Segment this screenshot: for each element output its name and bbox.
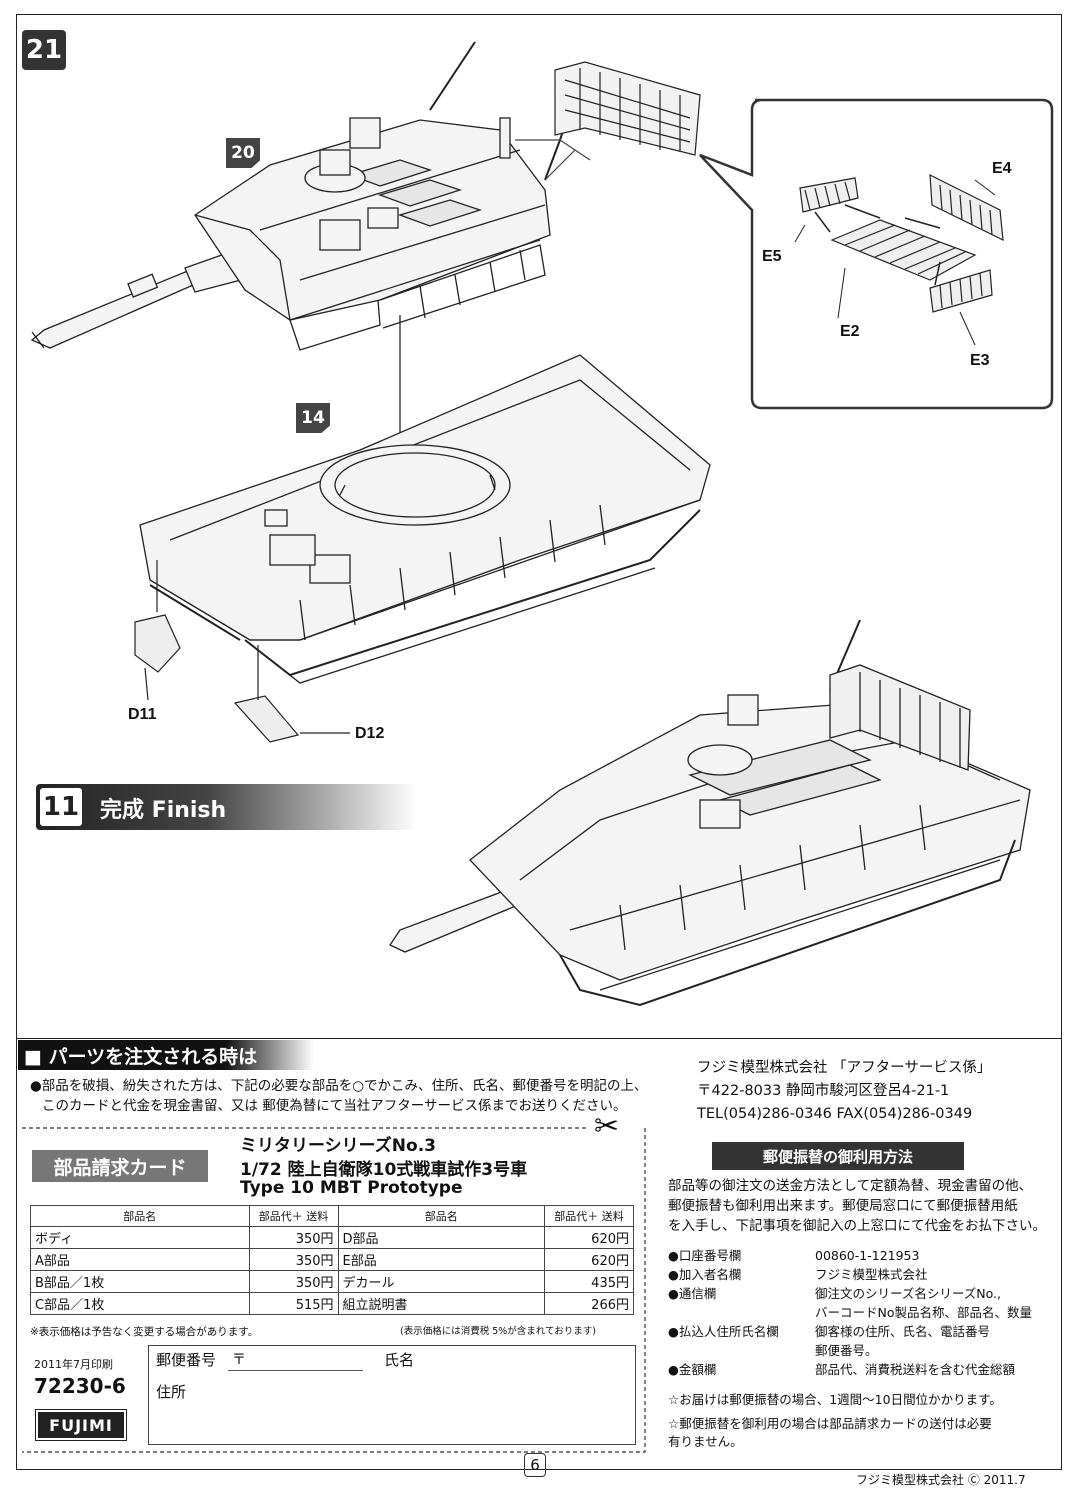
- table-row: B部品／1枚 350円 デカール 435円: [30, 1270, 634, 1293]
- postal-mark: 〒: [232, 1352, 246, 1368]
- product-name-jp: 1/72 陸上自衛隊10式戦車試作3号車: [240, 1160, 528, 1180]
- name-label: 氏名: [384, 1351, 415, 1369]
- postal-code-label: 郵便番号: [156, 1351, 217, 1369]
- address-input[interactable]: [200, 1380, 620, 1438]
- part-name-cell[interactable]: C部品／1枚: [30, 1292, 250, 1315]
- giro-title: 郵便振替の御利用方法: [712, 1142, 964, 1170]
- giro-note-2: ☆郵便振替を御利用の場合は部品請求カードの送付は必要: [668, 1416, 992, 1431]
- company-address: 〒422-8033 静岡市駿河区登呂4-21-1: [697, 1083, 950, 1099]
- hull-step-number: 14: [301, 408, 325, 428]
- turret-drawing: [30, 41, 576, 351]
- section-divider: [16, 1038, 1062, 1039]
- part-name-cell[interactable]: B部品／1枚: [30, 1270, 250, 1293]
- part-label-e4: E4: [992, 160, 1012, 177]
- giro-item-label: ●通信欄: [668, 1286, 717, 1301]
- turret-step-ref: 20: [226, 138, 260, 168]
- step-number-badge: 21: [22, 30, 66, 70]
- giro-item-value: 郵便番号。: [815, 1343, 878, 1358]
- giro-intro-3: を入手し、下記事項を御記入の上窓口にて代金をお払下さい。: [668, 1218, 1046, 1234]
- scissors-icon: ✂: [594, 1109, 620, 1144]
- product-name-en: Type 10 MBT Prototype: [240, 1178, 463, 1198]
- giro-item-value: 部品代、消費税送料を含む代金総額: [815, 1362, 1016, 1377]
- order-heading: ■ パーツを注文される時は: [18, 1040, 314, 1070]
- page-number: 6: [524, 1453, 546, 1477]
- customer-address-box: [148, 1345, 636, 1445]
- giro-intro-1: 部品等の御注文の送金方法として定額為替、現金書留の他、: [668, 1178, 1033, 1194]
- giro-item-label: ●口座番号欄: [668, 1248, 742, 1263]
- order-instruction-1: ●部品を破損、紛失された方は、下記の必要な部品を○でかこみ、住所、氏名、郵便番号…: [30, 1078, 648, 1094]
- giro-item-value: 御注文のシリーズ名シリーズNo.,: [815, 1286, 1001, 1301]
- price-cell: 515円: [248, 1292, 339, 1315]
- price-cell: 350円: [248, 1226, 339, 1249]
- hull-drawing: [139, 354, 711, 684]
- turret-basket-drawing: [515, 61, 701, 181]
- giro-note-1: ☆お届けは郵便振替の場合、1週間〜10日間位かかります。: [668, 1392, 1002, 1407]
- parts-price-table: 部品名 部品代＋ 送料 部品名 部品代＋ 送料 ボディ 350円 D部品 620…: [30, 1205, 634, 1315]
- d-parts-drawing: [134, 560, 350, 743]
- detail-parts-drawing: [794, 173, 1004, 346]
- assembly-illustration: [30, 41, 1054, 1007]
- finish-banner: [36, 784, 416, 830]
- price-cell: 620円: [544, 1248, 634, 1271]
- part-name-cell[interactable]: デカール: [337, 1270, 546, 1293]
- giro-item-value: 00860-1-121953: [815, 1248, 920, 1263]
- part-name-cell[interactable]: A部品: [30, 1248, 250, 1271]
- product-series: ミリタリーシリーズNo.3: [240, 1136, 437, 1156]
- page-frame: [16, 14, 1062, 1470]
- company-name: フジミ模型株式会社 「アフターサービス係」: [697, 1060, 992, 1076]
- table-row: C部品／1枚 515円 組立説明書 266円: [30, 1292, 634, 1315]
- name-input[interactable]: [420, 1350, 620, 1372]
- col-part-name: 部品名: [30, 1205, 250, 1227]
- table-row: A部品 350円 E部品 620円: [30, 1248, 634, 1271]
- col-price: 部品代＋ 送料: [248, 1205, 339, 1227]
- detail-callout-box: [699, 98, 1054, 410]
- table-row: ボディ 350円 D部品 620円: [30, 1226, 634, 1249]
- giro-item-label: ●金額欄: [668, 1362, 717, 1377]
- col-price: 部品代＋ 送料: [544, 1205, 634, 1227]
- step-number: 21: [25, 35, 63, 65]
- fujimi-logo: FUJIMI: [35, 1409, 127, 1441]
- product-code: 72230-6: [34, 1374, 126, 1398]
- card-title: 部品請求カード: [32, 1150, 208, 1182]
- part-label-d12: D12: [355, 725, 385, 742]
- table-header-row: 部品名 部品代＋ 送料 部品名 部品代＋ 送料: [30, 1205, 634, 1227]
- giro-item-label: ●払込人住所氏名欄: [668, 1324, 779, 1339]
- turret-step-number: 20: [231, 143, 255, 163]
- price-cell: 266円: [544, 1292, 634, 1315]
- giro-item-label: ●加入者名欄: [668, 1267, 742, 1282]
- price-cell: 435円: [544, 1270, 634, 1293]
- postal-code-input[interactable]: [228, 1370, 363, 1371]
- tax-note: (表示価格には消費税 5%が含まれております): [400, 1326, 596, 1337]
- part-label-e5: E5: [762, 248, 782, 265]
- giro-item-value: バーコードNo製品名称、部品名、数量: [815, 1305, 1032, 1320]
- giro-intro-2: 郵便振替も御利用出来ます。郵便局窓口にて郵便振替用紙: [668, 1198, 1018, 1214]
- price-cell: 350円: [248, 1248, 339, 1271]
- part-label-e3: E3: [970, 352, 990, 369]
- order-instruction-2: このカードと代金を現金書留、又は 郵便為替にて当社アフターサービス係までお送りく…: [42, 1098, 627, 1114]
- completed-tank-drawing: [389, 619, 1031, 1007]
- price-cell: 620円: [544, 1226, 634, 1249]
- giro-item-value: フジミ模型株式会社: [815, 1267, 928, 1282]
- part-name-cell[interactable]: ボディ: [30, 1226, 250, 1249]
- part-label-d11: D11: [128, 706, 157, 723]
- giro-item-value: 御客様の住所、氏名、電話番号: [815, 1324, 991, 1339]
- fujimi-logo-text: FUJIMI: [49, 1415, 113, 1435]
- company-tel-fax: TEL(054)286-0346 FAX(054)286-0349: [697, 1106, 973, 1122]
- copyright: フジミ模型株式会社 Ⓒ 2011.7: [856, 1473, 1026, 1487]
- finish-step-number: 11: [40, 788, 82, 826]
- part-name-cell[interactable]: D部品: [337, 1226, 546, 1249]
- part-name-cell[interactable]: E部品: [337, 1248, 546, 1271]
- hull-step-ref: 14: [296, 403, 330, 433]
- price-cell: 350円: [248, 1270, 339, 1293]
- print-date: 2011年7月印刷: [34, 1358, 113, 1371]
- giro-note-3: 有りません。: [668, 1434, 743, 1449]
- price-change-note: ※表示価格は予告なく変更する場合があります。: [30, 1326, 259, 1338]
- finish-label: 完成 Finish: [100, 798, 227, 823]
- col-part-name: 部品名: [337, 1205, 546, 1227]
- address-label: 住所: [156, 1383, 187, 1401]
- part-label-e2: E2: [840, 323, 860, 340]
- part-name-cell[interactable]: 組立説明書: [337, 1292, 546, 1315]
